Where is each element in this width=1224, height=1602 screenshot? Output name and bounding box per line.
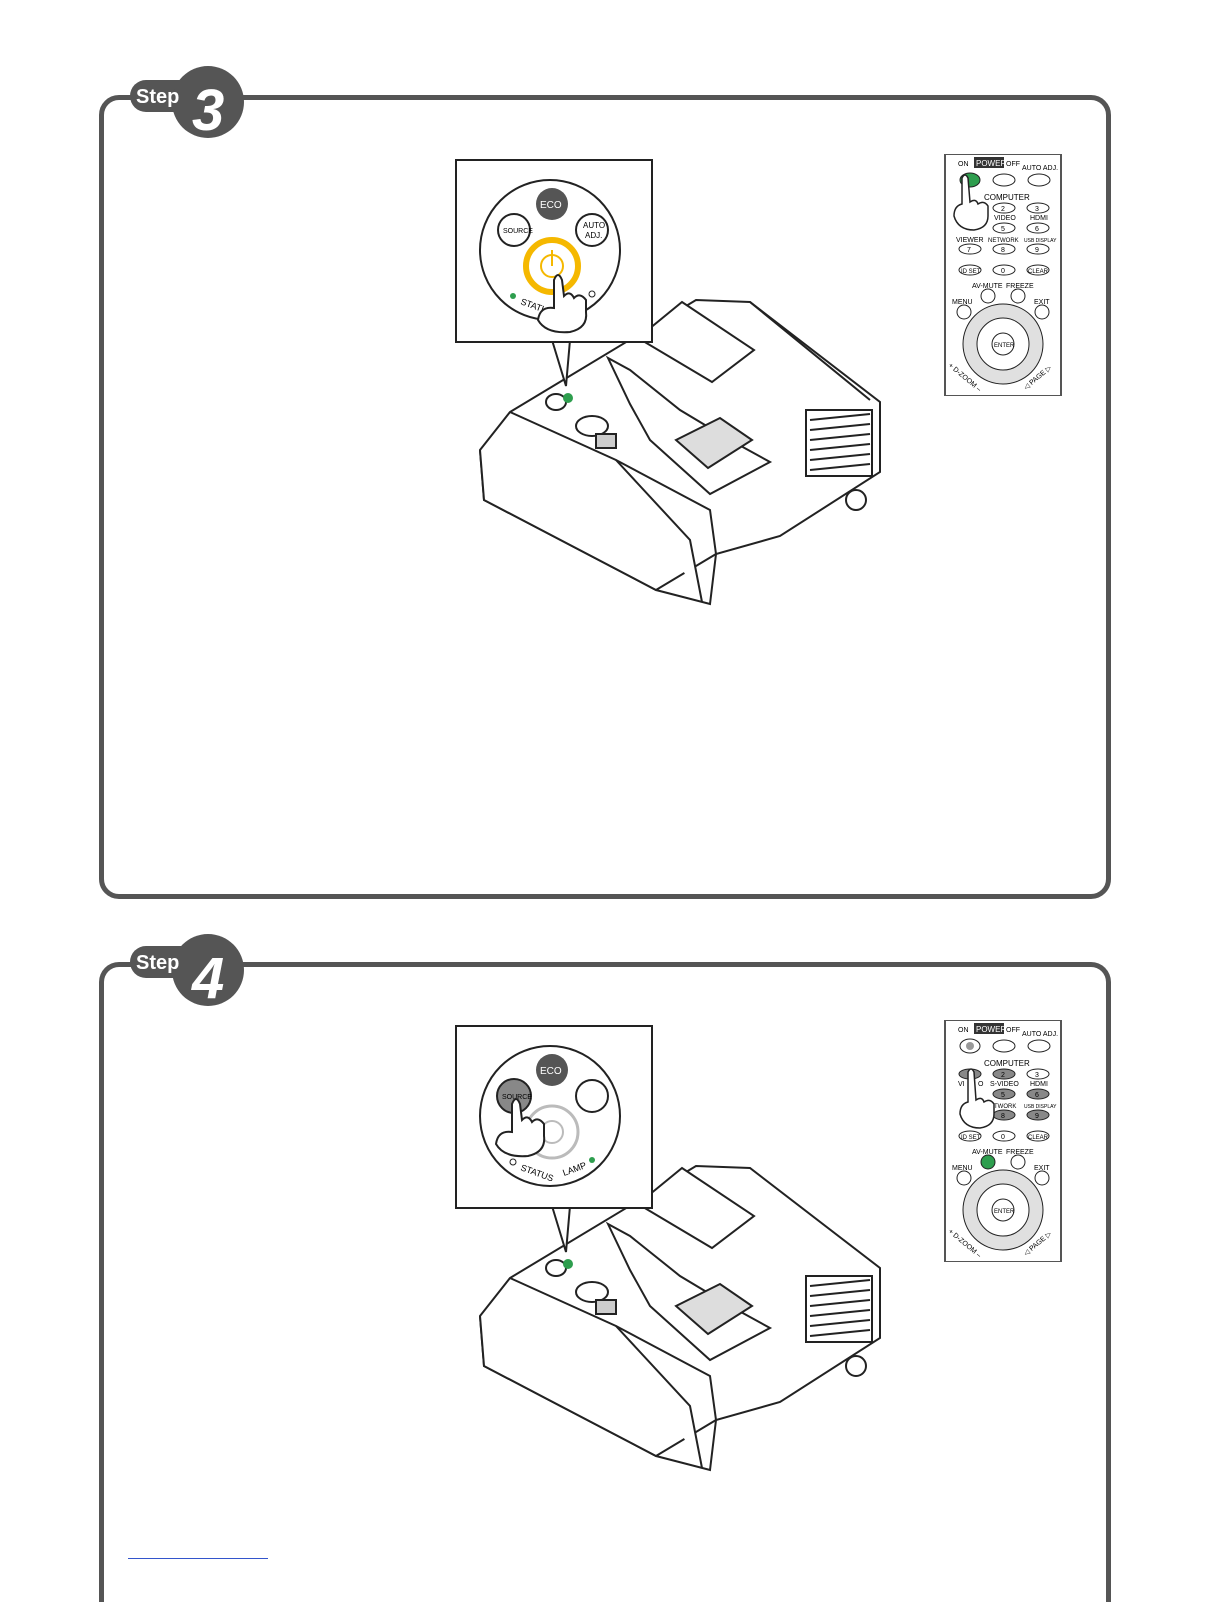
remote-video-label-end: O [978, 1081, 984, 1088]
remote-key-5: 5 [1001, 1092, 1005, 1099]
eco-button [536, 188, 568, 220]
remote-auto-adj-label: AUTO ADJ. [1022, 1031, 1058, 1038]
remote-av-mute-label: AV-MUTE [972, 1149, 1003, 1156]
remote-pointing-hand-icon [953, 174, 989, 231]
remote-on-label: ON [958, 161, 969, 168]
remote-av-mute-button [980, 1154, 996, 1170]
remote-pointing-hand-icon [959, 1068, 995, 1129]
remote-video-label: VI [958, 1081, 965, 1088]
step3-badge-number: 3 [192, 78, 224, 143]
source-label: SOURCE [503, 228, 533, 235]
remote-video-label: VIDEO [994, 215, 1016, 222]
eco-label: ECO [540, 1066, 562, 1077]
remote-usb-display-label: USB DISPLAY [1024, 1104, 1057, 1110]
remote-clear-label: CLEAR [1028, 1135, 1049, 1141]
remote-auto-adj-label: AUTO ADJ. [1022, 165, 1058, 172]
remote-key-2: 2 [1001, 206, 1005, 213]
step3-badge: Step 3 [130, 66, 244, 143]
remote-viewer-label: VIEWER [956, 237, 984, 244]
remote-id-set-label: ID SET [961, 1135, 981, 1141]
step3-panel [99, 95, 1111, 899]
remote-power-label: POWER [976, 159, 1006, 168]
remote-key-3: 3 [1035, 1072, 1039, 1079]
remote-key-6: 6 [1035, 1092, 1039, 1099]
status-led [510, 293, 516, 299]
remote-hdmi-label: HDMI [1030, 1081, 1048, 1088]
step3-projector-body [478, 298, 881, 606]
step3-badge-word: Step [136, 86, 179, 108]
step3-callout-pointer [550, 339, 572, 387]
lamp-led [589, 1157, 595, 1163]
remote-power-label: POWER [976, 1025, 1006, 1034]
remote-enter-label: ENTER [994, 1209, 1015, 1215]
footer-link-underline[interactable] [128, 1558, 268, 1559]
remote-usb-display-label: USB DISPLAY [1024, 238, 1057, 244]
step4-callout-pointer [550, 1205, 572, 1253]
auto-adj-button [575, 213, 609, 247]
remote-freeze-label: FREEZE [1006, 1149, 1034, 1156]
remote-auto-adj-button [1027, 1039, 1051, 1053]
eco-label: ECO [540, 200, 562, 211]
remote-enter-label: ENTER [994, 343, 1015, 349]
remote-key-6: 6 [1035, 226, 1039, 233]
remote-id-set-label: ID SET [961, 269, 981, 275]
step4-panel [99, 962, 1111, 1602]
remote-key-8: 8 [1001, 1113, 1005, 1120]
remote-computer-label: COMPUTER [984, 1059, 1030, 1068]
step3-remote-control: ON POWER OFF AUTO ADJ. COMPUTER 2 3 VIDE… [944, 154, 1062, 396]
step4-projector-body [478, 1164, 881, 1472]
remote-menu-label: MENU [952, 1165, 973, 1172]
step4-badge: Step 4 [130, 934, 244, 1011]
remote-off-button [992, 1039, 1016, 1053]
remote-clear-label: CLEAR [1028, 269, 1049, 275]
remote-key-9: 9 [1035, 1113, 1039, 1120]
remote-hdmi-label: HDMI [1030, 215, 1048, 222]
status-led [509, 1158, 517, 1166]
remote-off-button [992, 173, 1016, 187]
remote-auto-adj-button [1027, 173, 1051, 187]
remote-computer-label: COMPUTER [984, 193, 1030, 202]
remote-exit-label: EXIT [1034, 299, 1050, 306]
remote-menu-label: MENU [952, 299, 973, 306]
remote-key-0: 0 [1001, 268, 1005, 275]
step4-projector-illustration: ECO SOURCE STATUS LAMP [455, 1025, 881, 1472]
auto-label: AUTO [583, 221, 605, 230]
remote-key-5: 5 [1001, 226, 1005, 233]
remote-network-label: TWORK [994, 1104, 1016, 1110]
remote-freeze-label: FREEZE [1006, 283, 1034, 290]
remote-key-2: 2 [1001, 1072, 1005, 1079]
step4-badge-word: Step [136, 952, 179, 974]
source-label: SOURCE [502, 1094, 532, 1101]
pointing-hand-icon [494, 1098, 546, 1158]
remote-key-9: 9 [1035, 247, 1039, 254]
remote-key-0: 0 [1001, 1134, 1005, 1141]
remote-exit-label: EXIT [1034, 1165, 1050, 1172]
remote-off-label: OFF [1006, 1027, 1020, 1034]
source-button [497, 213, 531, 247]
remote-off-label: OFF [1006, 161, 1020, 168]
auto-adj-button [575, 1079, 609, 1113]
eco-button [536, 1054, 568, 1086]
pointing-hand-icon [536, 274, 588, 334]
remote-on-label: ON [958, 1027, 969, 1034]
step4-badge-number: 4 [191, 946, 224, 1011]
remote-network-label: NETWORK [988, 238, 1019, 244]
remote-key-7: 7 [967, 247, 971, 254]
remote-s-video-label: S-VIDEO [990, 1081, 1019, 1088]
remote-key-3: 3 [1035, 206, 1039, 213]
adj-label: ADJ. [585, 231, 602, 240]
remote-av-mute-label: AV-MUTE [972, 283, 1003, 290]
remote-key-8: 8 [1001, 247, 1005, 254]
step3-projector-illustration: ECO SOURCE AUTO ADJ. STATUS [455, 159, 881, 606]
step4-remote-control: ON POWER OFF AUTO ADJ. COMPUTER 1 2 3 VI… [944, 1020, 1062, 1262]
